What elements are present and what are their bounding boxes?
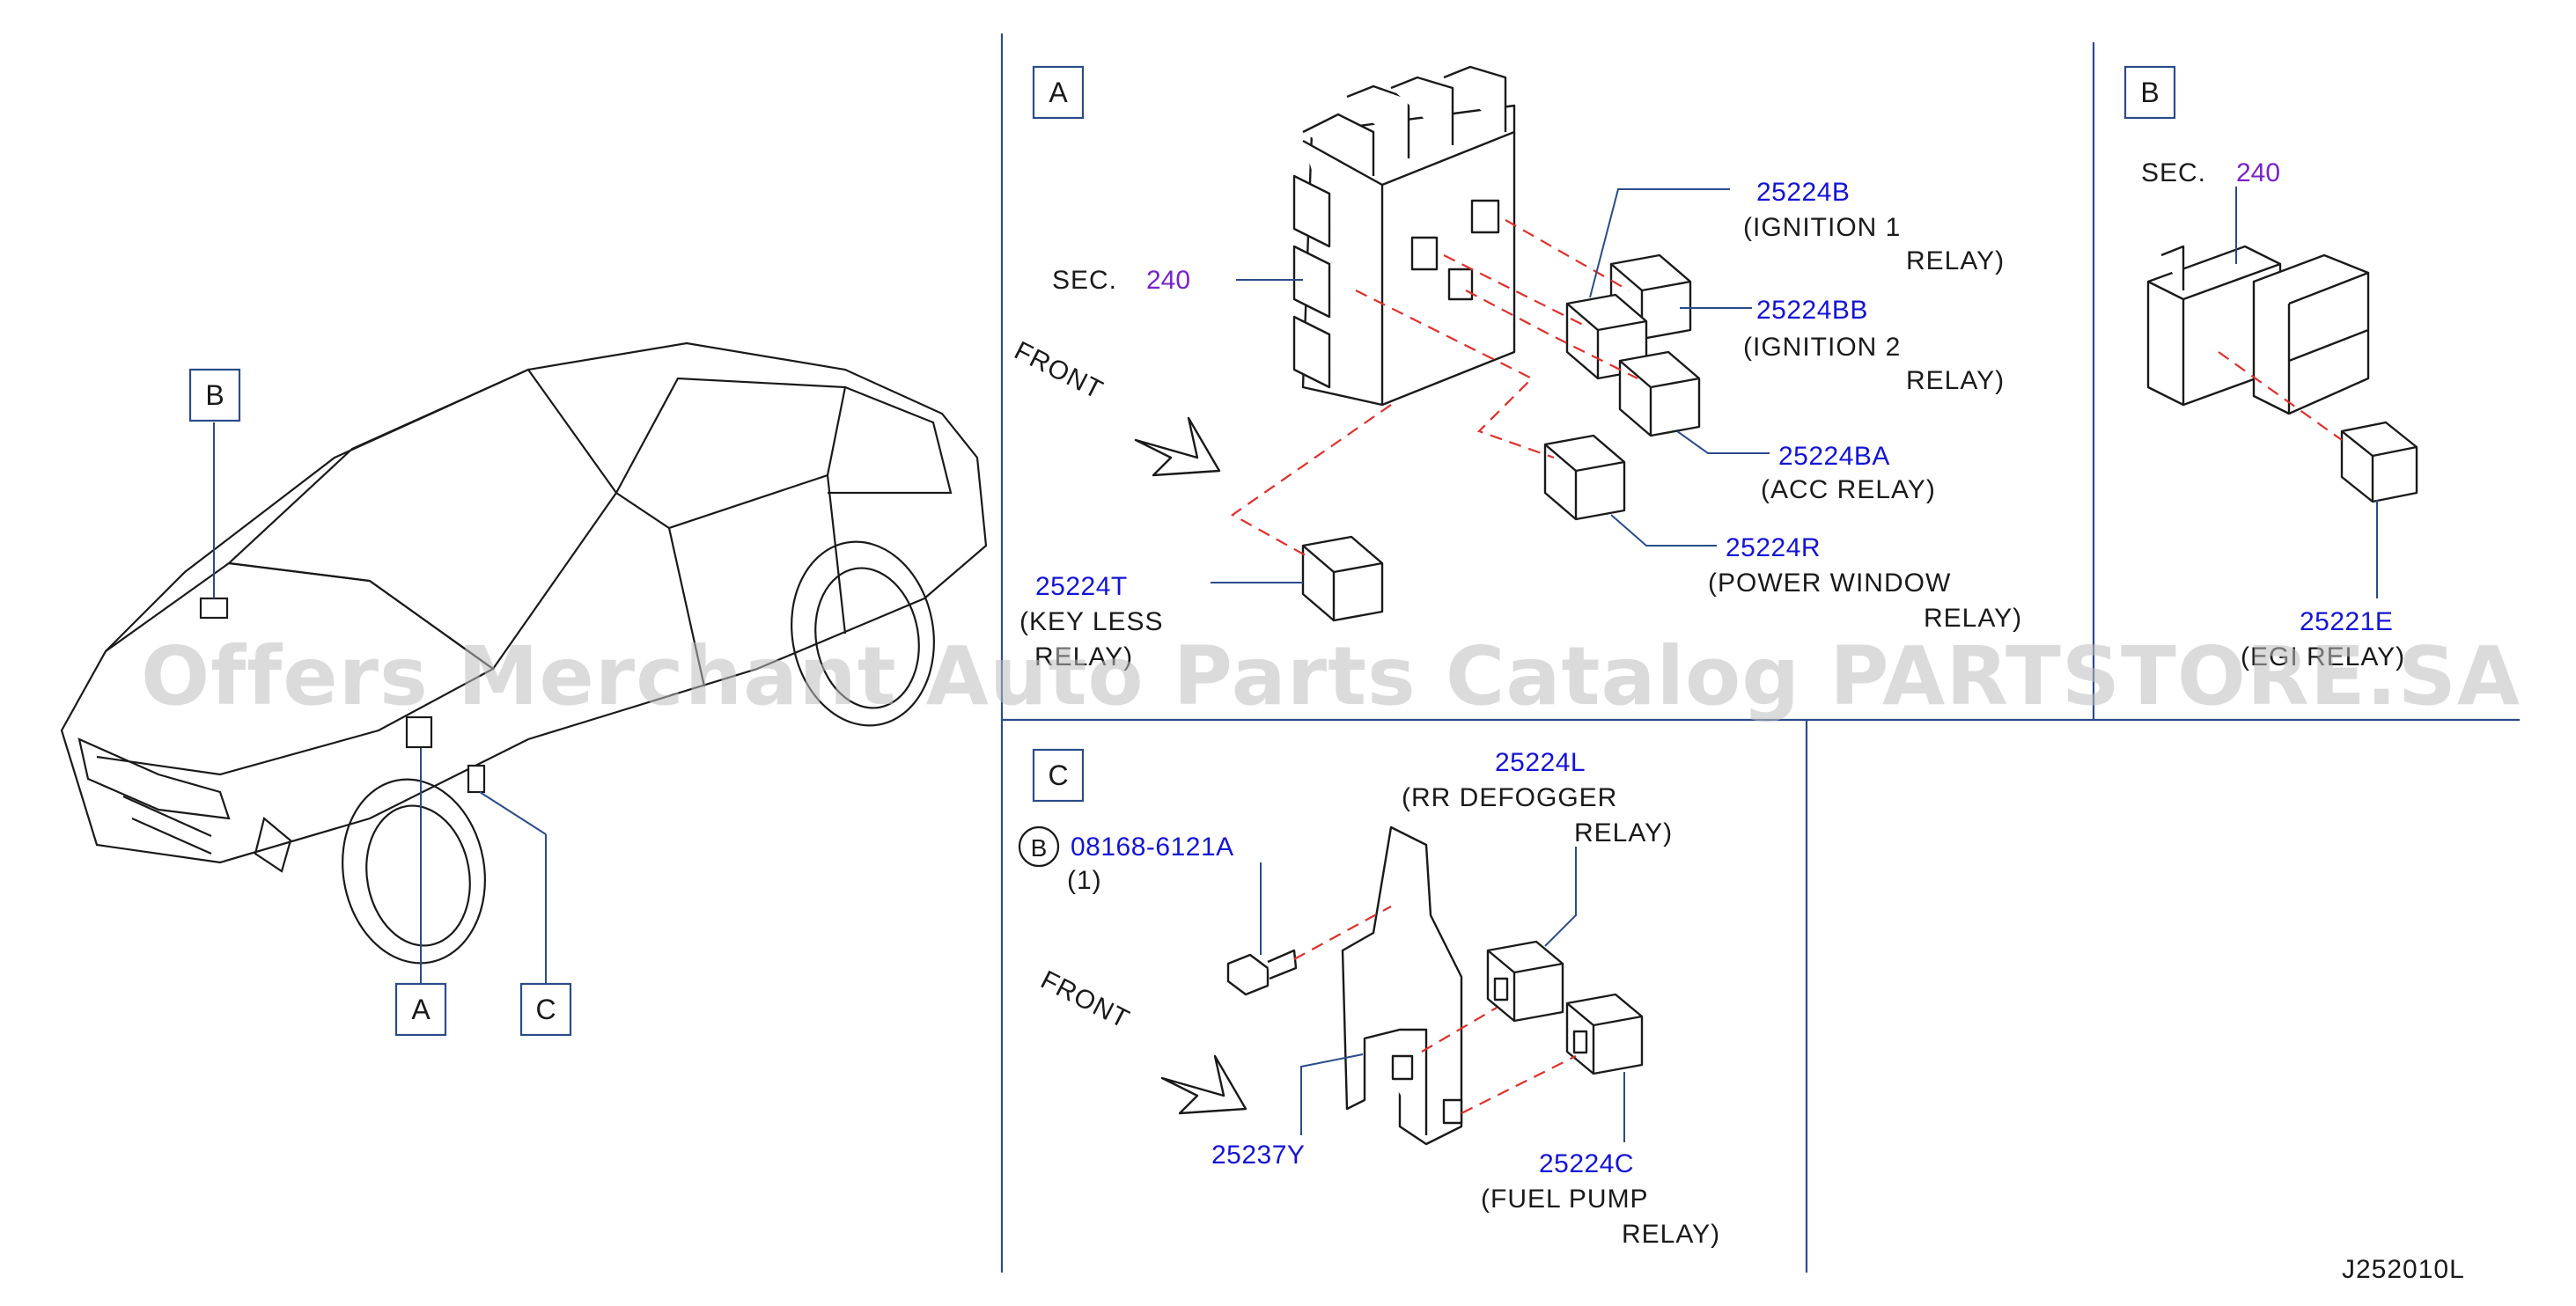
panel-b: B SEC. 240 25221E (EGI RELAY) bbox=[2123, 65, 2418, 671]
panel-c-marker: C bbox=[1032, 748, 1085, 803]
svg-text:C: C bbox=[535, 994, 556, 1025]
part-desc: RELAY) bbox=[1574, 818, 1673, 847]
panel-c: C B bbox=[1018, 748, 1720, 1249]
part-number-25224ba[interactable]: 25224BA bbox=[1778, 442, 1890, 471]
part-desc: (KEY LESS bbox=[1019, 607, 1164, 636]
svg-text:B: B bbox=[1031, 834, 1048, 862]
svg-text:A: A bbox=[1049, 77, 1068, 108]
part-desc: RELAY) bbox=[1906, 366, 2005, 395]
svg-text:B: B bbox=[2140, 77, 2159, 108]
car-callout-leaders bbox=[213, 422, 547, 984]
part-desc: RELAY) bbox=[1622, 1220, 1720, 1249]
panel-frame bbox=[1000, 33, 2520, 1273]
panel-a-marker: A bbox=[1032, 65, 1085, 120]
car-callout-a: A bbox=[394, 982, 447, 1037]
svg-text:FRONT: FRONT bbox=[1010, 336, 1108, 406]
relay-bracket-b bbox=[2146, 245, 2370, 415]
sec-number-a[interactable]: 240 bbox=[1146, 266, 1190, 295]
part-desc: (RR DEFOGGER bbox=[1402, 783, 1617, 812]
relay-block bbox=[1292, 65, 1516, 407]
part-desc: RELAY) bbox=[1924, 604, 2022, 633]
part-desc: (IGNITION 1 bbox=[1743, 213, 1901, 242]
panel-a: A bbox=[1010, 65, 2022, 671]
relay-25224r bbox=[1543, 434, 1626, 521]
relay-25224b bbox=[1565, 293, 1648, 380]
panel-b-marker: B bbox=[2123, 65, 2176, 120]
part-number-25221e[interactable]: 25221E bbox=[2300, 607, 2393, 636]
panel-c-phantom-lines bbox=[1293, 906, 1577, 1114]
svg-text:C: C bbox=[1048, 759, 1068, 791]
car-callout-c: C bbox=[519, 982, 572, 1037]
part-desc: RELAY) bbox=[1034, 642, 1133, 671]
part-number-25224r[interactable]: 25224R bbox=[1726, 533, 1821, 562]
relay-25224c bbox=[1565, 993, 1644, 1075]
watermark-text: Offers Merchant Auto Parts Catalog PARTS… bbox=[141, 629, 2521, 723]
sec-number-b[interactable]: 240 bbox=[2236, 158, 2280, 187]
relay-25221e bbox=[2340, 421, 2418, 503]
part-desc: (IGNITION 2 bbox=[1743, 333, 1901, 362]
part-desc: (EGI RELAY) bbox=[2241, 642, 2405, 671]
part-desc: (POWER WINDOW bbox=[1708, 569, 1951, 598]
bolt-marker: B bbox=[1018, 825, 1060, 868]
front-arrow-a: FRONT bbox=[1010, 336, 1221, 477]
sec-prefix-a: SEC. bbox=[1052, 266, 1117, 295]
part-desc: (FUEL PUMP bbox=[1481, 1185, 1649, 1214]
front-arrow-c: FRONT bbox=[1036, 965, 1248, 1115]
svg-text:FRONT: FRONT bbox=[1036, 965, 1135, 1035]
part-number-25237y[interactable]: 25237Y bbox=[1211, 1141, 1305, 1170]
car-callout-b: B bbox=[188, 368, 241, 422]
drawing-code: J252010L bbox=[2342, 1255, 2465, 1284]
part-number-25224b[interactable]: 25224B bbox=[1756, 178, 1850, 207]
relay-25224l bbox=[1486, 940, 1564, 1023]
panel-a-phantom-lines bbox=[1230, 219, 1638, 560]
part-desc: (ACC RELAY) bbox=[1761, 475, 1936, 504]
bracket-25237y bbox=[1341, 825, 1463, 1146]
part-number-25224c[interactable]: 25224C bbox=[1539, 1149, 1634, 1178]
sec-prefix-b: SEC. bbox=[2141, 158, 2206, 187]
part-desc: RELAY) bbox=[1906, 246, 2005, 275]
panel-a-leaders bbox=[1211, 188, 1770, 583]
panel-b-leaders bbox=[2235, 187, 2378, 598]
part-number-08168-6121a[interactable]: 08168-6121A bbox=[1071, 833, 1234, 862]
part-number-25224bb[interactable]: 25224BB bbox=[1756, 296, 1868, 325]
part-number-25224l[interactable]: 25224L bbox=[1495, 748, 1586, 777]
relay-25224t bbox=[1301, 535, 1384, 622]
svg-text:A: A bbox=[411, 994, 431, 1025]
bolt-08168-6121a bbox=[1226, 949, 1298, 996]
panel-c-leaders bbox=[1260, 847, 1625, 1142]
svg-text:B: B bbox=[205, 379, 224, 411]
part-number-25224t[interactable]: 25224T bbox=[1035, 572, 1128, 601]
part-qty: (1) bbox=[1067, 866, 1102, 895]
relay-25224ba bbox=[1618, 350, 1701, 437]
